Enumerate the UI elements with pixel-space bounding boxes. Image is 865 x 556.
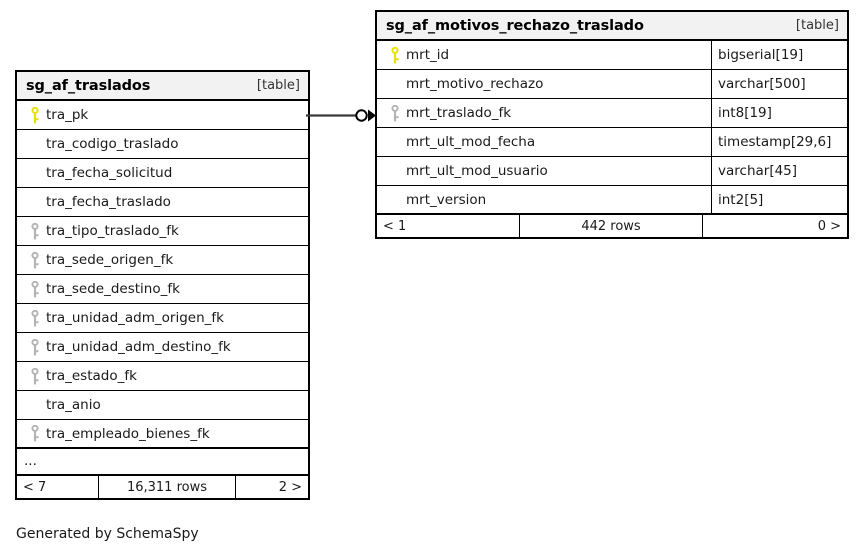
more-columns-indicator: ... — [17, 449, 308, 476]
column-name-cell: tra_unidad_adm_origen_fk — [17, 304, 308, 332]
column-name-label: tra_estado_fk — [46, 368, 137, 384]
column-name-cell: tra_anio — [17, 391, 308, 419]
column-row[interactable]: tra_unidad_adm_destino_fk — [17, 333, 308, 362]
column-name-label: tra_unidad_adm_origen_fk — [46, 310, 224, 326]
column-name-cell: tra_codigo_traslado — [17, 130, 308, 158]
table-sg-af-traslados[interactable]: sg_af_traslados [table] tra_pk tra_codigo… — [15, 70, 310, 500]
column-row[interactable]: tra_unidad_adm_origen_fk — [17, 304, 308, 333]
column-row[interactable]: mrt_ult_mod_usuario varchar[45] — [377, 157, 847, 186]
column-name-label: mrt_ult_mod_usuario — [406, 163, 548, 179]
foreign-key-icon — [384, 104, 406, 122]
column-name-cell: mrt_ult_mod_fecha — [377, 128, 711, 156]
column-name-label: mrt_version — [406, 191, 487, 208]
table-header: sg_af_traslados [table] — [17, 72, 308, 101]
column-type-cell: bigserial[19] — [711, 41, 847, 69]
column-type-label: int8[19] — [718, 105, 772, 121]
foreign-key-icon — [24, 251, 46, 269]
column-name-label: tra_pk — [46, 107, 89, 123]
column-row[interactable]: mrt_ult_mod_fecha timestamp[29,6] — [377, 128, 847, 157]
column-row[interactable]: tra_sede_origen_fk — [17, 246, 308, 275]
foreign-key-icon — [24, 367, 46, 385]
footer-next-relations[interactable]: 2 > — [278, 479, 302, 495]
column-type-cell: varchar[500] — [711, 70, 847, 98]
column-name-label: tra_sede_destino_fk — [46, 281, 180, 297]
column-name-cell: mrt_version — [377, 186, 711, 213]
column-name-cell: tra_fecha_solicitud — [17, 159, 308, 187]
footer-prev-relations[interactable]: < 7 — [23, 479, 47, 495]
column-type-cell: varchar[45] — [711, 157, 847, 185]
foreign-key-icon — [24, 280, 46, 298]
column-name-cell: tra_sede_destino_fk — [17, 275, 308, 303]
column-row[interactable]: mrt_version int2[5] — [377, 186, 847, 215]
column-name-label: tra_tipo_traslado_fk — [46, 223, 179, 239]
column-type-label: timestamp[29,6] — [718, 134, 832, 150]
generated-by-caption: Generated by SchemaSpy — [16, 526, 199, 542]
table-footer: < 7 16,311 rows 2 > — [17, 476, 308, 498]
column-name-label: tra_unidad_adm_destino_fk — [46, 339, 231, 355]
column-row[interactable]: tra_pk — [17, 101, 308, 130]
column-name-label: mrt_motivo_rechazo — [406, 76, 544, 92]
column-name-cell: tra_unidad_adm_destino_fk — [17, 333, 308, 361]
table-type-tag: [table] — [795, 18, 839, 33]
table-sg-af-motivos-rechazo-traslado[interactable]: sg_af_motivos_rechazo_traslado [table] m… — [375, 10, 849, 239]
column-name-label: tra_anio — [46, 397, 101, 413]
column-row[interactable]: tra_fecha_traslado — [17, 188, 308, 217]
column-name-label: tra_fecha_traslado — [46, 194, 171, 210]
foreign-key-icon — [24, 338, 46, 356]
more-columns-label: ... — [24, 453, 37, 469]
primary-key-icon — [24, 106, 46, 124]
column-name-cell: tra_sede_origen_fk — [17, 246, 308, 274]
column-name-cell: mrt_id — [377, 41, 711, 69]
column-row[interactable]: tra_estado_fk — [17, 362, 308, 391]
column-row[interactable]: tra_tipo_traslado_fk — [17, 217, 308, 246]
footer-row-count: 442 rows — [519, 215, 703, 237]
footer-row-count: 16,311 rows — [98, 476, 236, 498]
column-row[interactable]: tra_fecha_solicitud — [17, 159, 308, 188]
relationship-connector-tra-pk-to-mrt-traslado-fk — [306, 109, 376, 122]
column-name-label: tra_fecha_solicitud — [46, 165, 173, 181]
table-type-tag: [table] — [256, 78, 300, 93]
column-name-label: mrt_traslado_fk — [406, 105, 512, 121]
foreign-key-icon — [24, 222, 46, 240]
column-name-cell: tra_pk — [17, 101, 308, 129]
column-row[interactable]: tra_empleado_bienes_fk — [17, 420, 308, 449]
column-name-label: tra_codigo_traslado — [46, 136, 179, 152]
column-row[interactable]: mrt_traslado_fk int8[19] — [377, 99, 847, 128]
column-type-label: varchar[500] — [718, 76, 806, 92]
column-type-label: int2[5] — [718, 191, 764, 208]
footer-next-relations[interactable]: 0 > — [817, 218, 841, 234]
primary-key-icon — [384, 46, 406, 64]
column-type-cell: int8[19] — [711, 99, 847, 127]
column-name-label: tra_sede_origen_fk — [46, 252, 174, 268]
table-header: sg_af_motivos_rechazo_traslado [table] — [377, 12, 847, 41]
column-name-cell: tra_estado_fk — [17, 362, 308, 390]
column-name-label: mrt_id — [406, 47, 450, 63]
column-row[interactable]: tra_codigo_traslado — [17, 130, 308, 159]
column-type-label: bigserial[19] — [718, 47, 804, 63]
foreign-key-icon — [24, 309, 46, 327]
column-name-cell: tra_tipo_traslado_fk — [17, 217, 308, 245]
table-title: sg_af_motivos_rechazo_traslado — [386, 17, 644, 34]
column-list: tra_pk tra_codigo_traslado tra_fecha_solic… — [17, 101, 308, 449]
relationship-optional-circle-marker — [355, 109, 368, 122]
column-row[interactable]: tra_anio — [17, 391, 308, 420]
table-title: sg_af_traslados — [26, 77, 151, 94]
column-name-cell: tra_empleado_bienes_fk — [17, 420, 308, 447]
column-name-label: mrt_ult_mod_fecha — [406, 134, 536, 150]
column-row[interactable]: tra_sede_destino_fk — [17, 275, 308, 304]
column-row[interactable]: mrt_id bigserial[19] — [377, 41, 847, 70]
footer-prev-relations[interactable]: < 1 — [383, 218, 407, 234]
column-row[interactable]: mrt_motivo_rechazo varchar[500] — [377, 70, 847, 99]
column-type-cell: int2[5] — [711, 186, 847, 213]
table-footer: < 1 442 rows 0 > — [377, 215, 847, 237]
column-name-cell: mrt_motivo_rechazo — [377, 70, 711, 98]
column-name-cell: mrt_ult_mod_usuario — [377, 157, 711, 185]
column-type-cell: timestamp[29,6] — [711, 128, 847, 156]
column-name-label: tra_empleado_bienes_fk — [46, 425, 210, 442]
column-name-cell: tra_fecha_traslado — [17, 188, 308, 216]
foreign-key-icon — [24, 425, 46, 442]
column-type-label: varchar[45] — [718, 163, 798, 179]
column-name-cell: mrt_traslado_fk — [377, 99, 711, 127]
